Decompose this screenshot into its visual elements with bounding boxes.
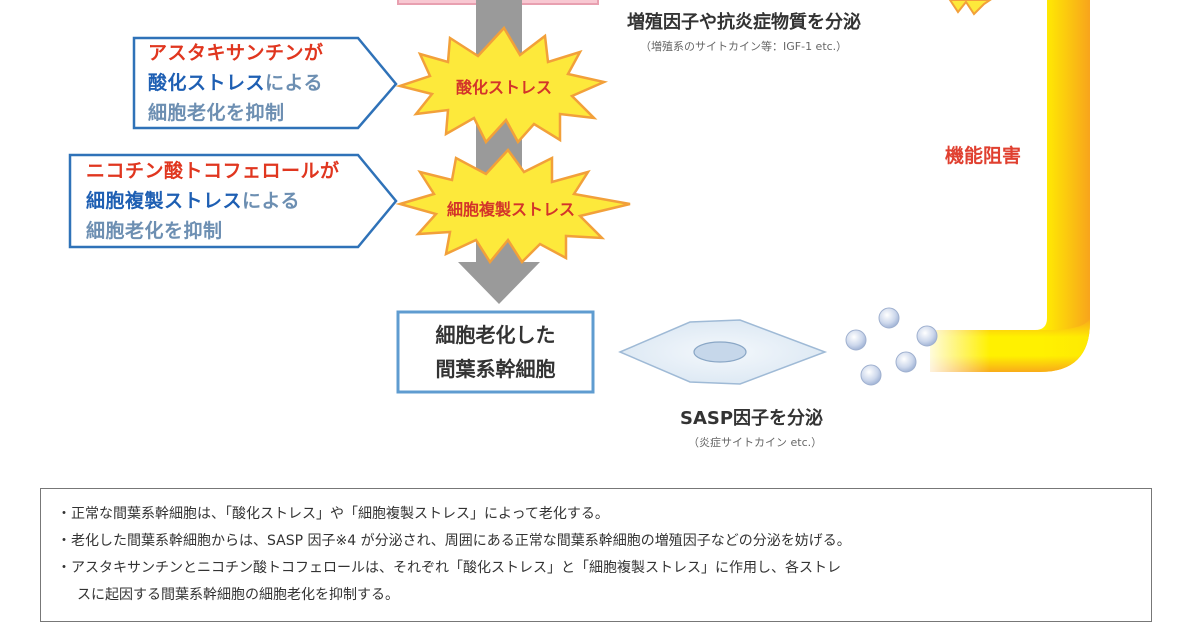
sasp-subcaption: （炎症サイトカイン etc.） [688,436,823,449]
callout-2-line3: 細胞老化を抑制 [86,220,223,242]
senescent-cell-line2: 間葉系幹細胞 [435,357,556,381]
feedback-pipe [920,0,1090,374]
senescent-cell-box [396,310,595,394]
callout-box-2 [68,153,398,249]
burst-oxidative-stress [395,25,609,145]
callout-1-line2: 酸化ストレスによる [148,68,324,98]
growth-factor-subcaption: （増殖系のサイトカイン等：IGF-1 etc.） [640,40,848,53]
burst-1-label: 酸化ストレス [455,78,552,97]
growth-factor-caption: 増殖因子や抗炎症物質を分泌 [627,12,861,33]
callout-1-line3: 細胞老化を抑制 [148,102,285,124]
senescent-cell-box-text: 細胞老化した 間葉系幹細胞 [398,312,593,392]
senescent-cell-illustration [618,319,828,385]
callout-box-1 [132,36,398,130]
central-arrow-head [458,262,540,304]
callout-2-line1: ニコチン酸トコフェロールが [86,160,340,182]
burst-replication-stress [395,148,631,265]
sasp-factor-dots [845,307,938,386]
callout-1-stress-name: 酸化ストレス [148,72,266,94]
callout-1-text: アスタキサンチンが 酸化ストレスによる 細胞老化を抑制 [148,38,324,128]
burst-2-label: 細胞複製ストレス [446,200,575,219]
senescent-cell-line1: 細胞老化した [435,323,556,347]
note-line-4: スに起因する間葉系幹細胞の細胞老化を抑制する。 [77,587,399,603]
callout-2-line2: 細胞複製ストレスによる [86,186,340,216]
note-line-2: ・老化した間葉系幹細胞からは、SASP 因子※4 が分泌され、周囲にある正常な間… [57,533,851,549]
callout-2-text: ニコチン酸トコフェロールが 細胞複製ストレスによる 細胞老化を抑制 [86,156,340,246]
callout-2-line2-rest: による [242,190,300,212]
function-inhibition-label: 機能阻害 [945,145,1022,167]
sasp-caption: SASP因子を分泌 [680,408,824,429]
callout-1-line2-rest: による [265,72,323,94]
note-line-1: ・正常な間葉系幹細胞は、「酸化ストレス」や「細胞複製ストレス」によって老化する。 [57,506,609,522]
callout-1-line1: アスタキサンチンが [148,42,324,64]
callout-2-stress-name: 細胞複製ストレス [86,190,243,212]
note-line-3: ・アスタキサンチンとニコチン酸トコフェロールは、それぞれ「酸化ストレス」と「細胞… [57,560,841,576]
notes-box: ・正常な間葉系幹細胞は、「酸化ストレス」や「細胞複製ストレス」によって老化する。… [40,488,1152,622]
top-right-burst-fragment [948,0,992,16]
